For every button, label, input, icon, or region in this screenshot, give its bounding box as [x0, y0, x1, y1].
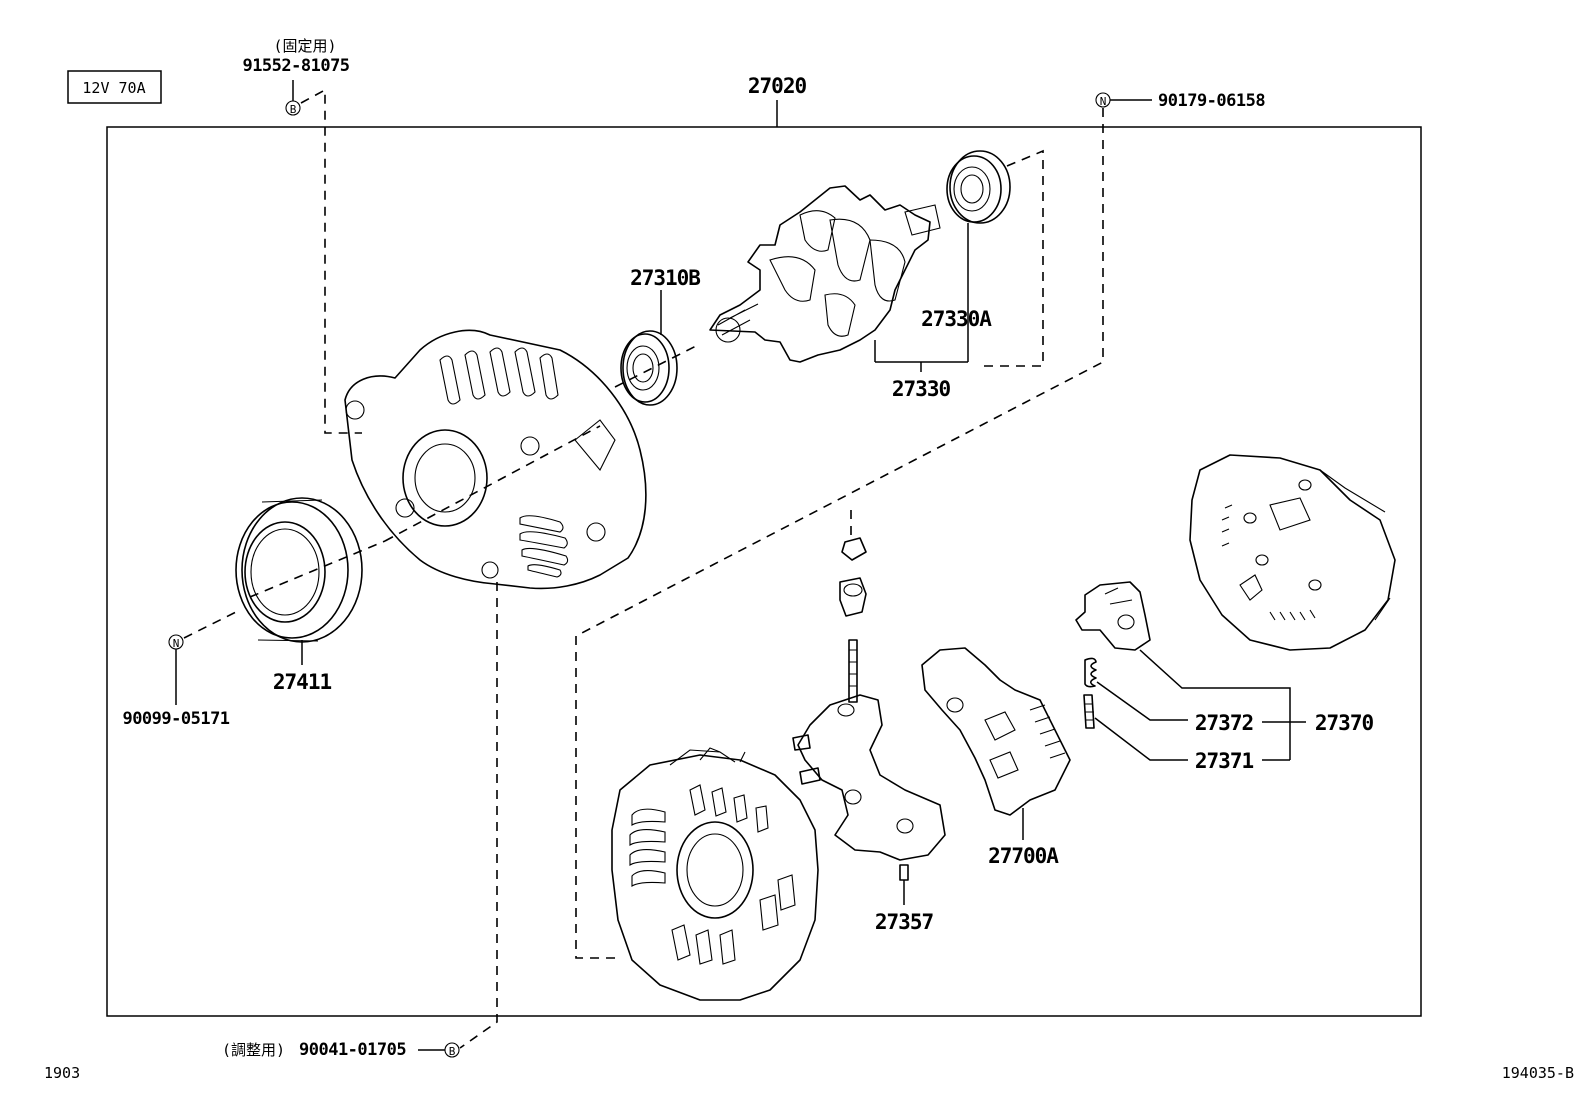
brush-holder: [1075, 581, 1151, 651]
ic-regulator: [921, 647, 1071, 816]
bolt-callout-top: (固定用) 91552-81075 B: [242, 37, 362, 434]
brush: [1083, 694, 1095, 729]
nut-callout-right: N 90179-06158: [575, 91, 1266, 959]
assembly-frame: [106, 126, 1422, 1017]
pulley-part-number[interactable]: 27411: [273, 670, 333, 694]
footer-left-code: 1903: [44, 1064, 80, 1082]
front-bearing-part-number[interactable]: 27310B: [630, 266, 701, 290]
spec-label: 12V 70A: [82, 79, 145, 97]
rectifier: [792, 510, 946, 881]
assembly-part-number[interactable]: 27020: [748, 74, 808, 98]
bolt-top-part-number[interactable]: 91552-81075: [242, 56, 350, 76]
bolt-top-note: (固定用): [273, 37, 336, 55]
bolt-top-marker: B: [290, 103, 297, 116]
rotor: [709, 185, 941, 363]
bolt-bottom-note: (調整用): [222, 1041, 285, 1059]
spring-part-number[interactable]: 27372: [1195, 711, 1254, 735]
rear-end-frame: [611, 747, 819, 1001]
bolt-bottom-part-number[interactable]: 90041-01705: [299, 1040, 407, 1060]
nut-callout-left: N 90099-05171: [122, 634, 230, 729]
regulator-part-number[interactable]: 27700A: [988, 844, 1060, 868]
spec-box: 12V 70A: [67, 70, 162, 104]
brush-spring: [1084, 657, 1097, 688]
rotor-part-number[interactable]: 27330: [892, 377, 952, 401]
brush-part-number[interactable]: 27371: [1195, 749, 1255, 773]
brush-holder-part-number[interactable]: 27370: [1315, 711, 1375, 735]
nut-left-marker: N: [173, 637, 180, 650]
rear-bearing: [946, 150, 1011, 224]
bolt-callout-bottom: (調整用) 90041-01705 B: [222, 582, 498, 1060]
nut-left-part-number[interactable]: 90099-05171: [122, 709, 230, 729]
rear-bearing-part-number[interactable]: 27330A: [921, 307, 993, 331]
rear-cover: [1189, 454, 1396, 651]
nut-right-marker: N: [1100, 95, 1107, 108]
nut-right-part-number[interactable]: 90179-06158: [1158, 91, 1266, 111]
rectifier-part-number[interactable]: 27357: [875, 910, 935, 934]
drive-end-frame: [344, 329, 647, 590]
front-bearing: [620, 330, 678, 406]
footer-right-code: 194035-B: [1502, 1064, 1574, 1082]
rotor-axis-line: [977, 149, 1044, 367]
bolt-bottom-marker: B: [449, 1045, 456, 1058]
pulley: [235, 497, 363, 643]
